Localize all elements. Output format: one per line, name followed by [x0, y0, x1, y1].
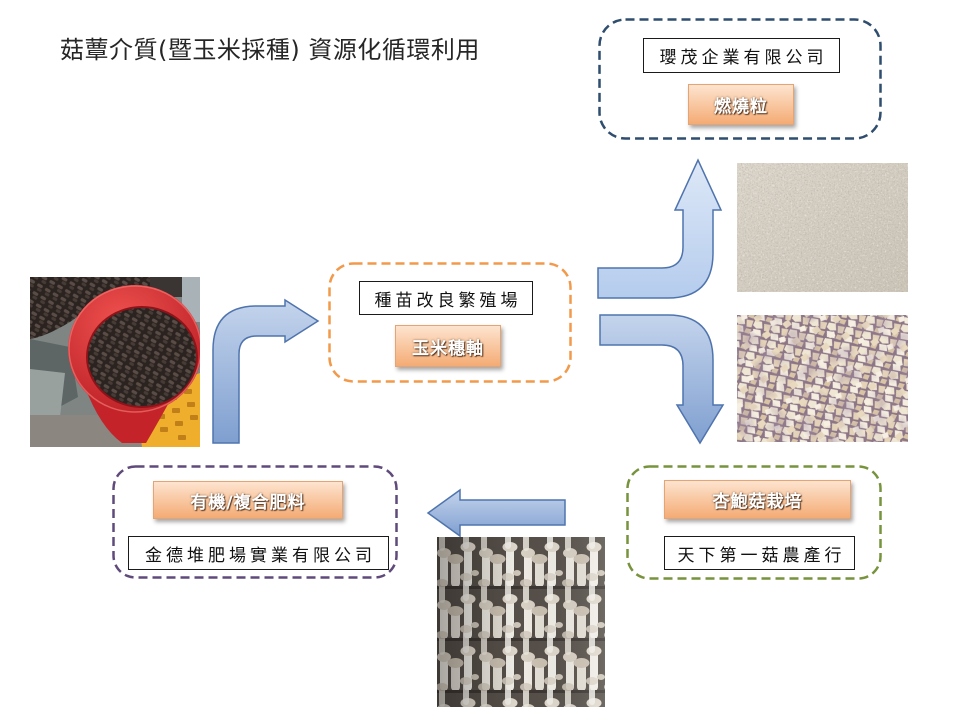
node-compost-plant: 有機/複合肥料 金德堆肥場實業有限公司 — [112, 465, 398, 579]
product-badge: 玉米穗軸 — [395, 325, 501, 367]
node-frame — [598, 18, 882, 140]
product-badge: 燃燒粒 — [688, 84, 794, 125]
arrow-mushroom-to-compost — [426, 488, 566, 538]
arrow-seed-to-mushroom — [599, 314, 725, 445]
product-badge: 杏鮑菇栽培 — [664, 480, 851, 519]
king-oyster-mushroom-photo — [437, 537, 605, 707]
corncob-granules-photo — [737, 315, 908, 442]
node-mushroom-farm: 杏鮑菇栽培 天下第一菇農產行 — [626, 465, 882, 580]
sawdust-photo — [737, 163, 908, 292]
company-label: 金德堆肥場實業有限公司 — [128, 536, 389, 570]
node-frame — [626, 465, 882, 580]
node-frame — [112, 465, 398, 579]
product-badge: 有機/複合肥料 — [153, 481, 343, 519]
node-seed-station: 種苗改良繁殖場 玉米穗軸 — [328, 262, 572, 383]
arrow-compost-to-seed — [212, 298, 320, 444]
company-label: 天下第一菇農產行 — [664, 536, 855, 570]
slide-title: 菇蕈介質(暨玉米採種) 資源化循環利用 — [60, 36, 480, 64]
arrow-seed-to-burning — [597, 158, 723, 299]
node-frame — [328, 262, 572, 383]
node-burning-pellets: 瓔茂企業有限公司 燃燒粒 — [598, 18, 882, 140]
company-label: 瓔茂企業有限公司 — [643, 38, 840, 73]
company-label: 種苗改良繁殖場 — [359, 281, 533, 315]
compost-pellets-photo — [30, 277, 200, 447]
